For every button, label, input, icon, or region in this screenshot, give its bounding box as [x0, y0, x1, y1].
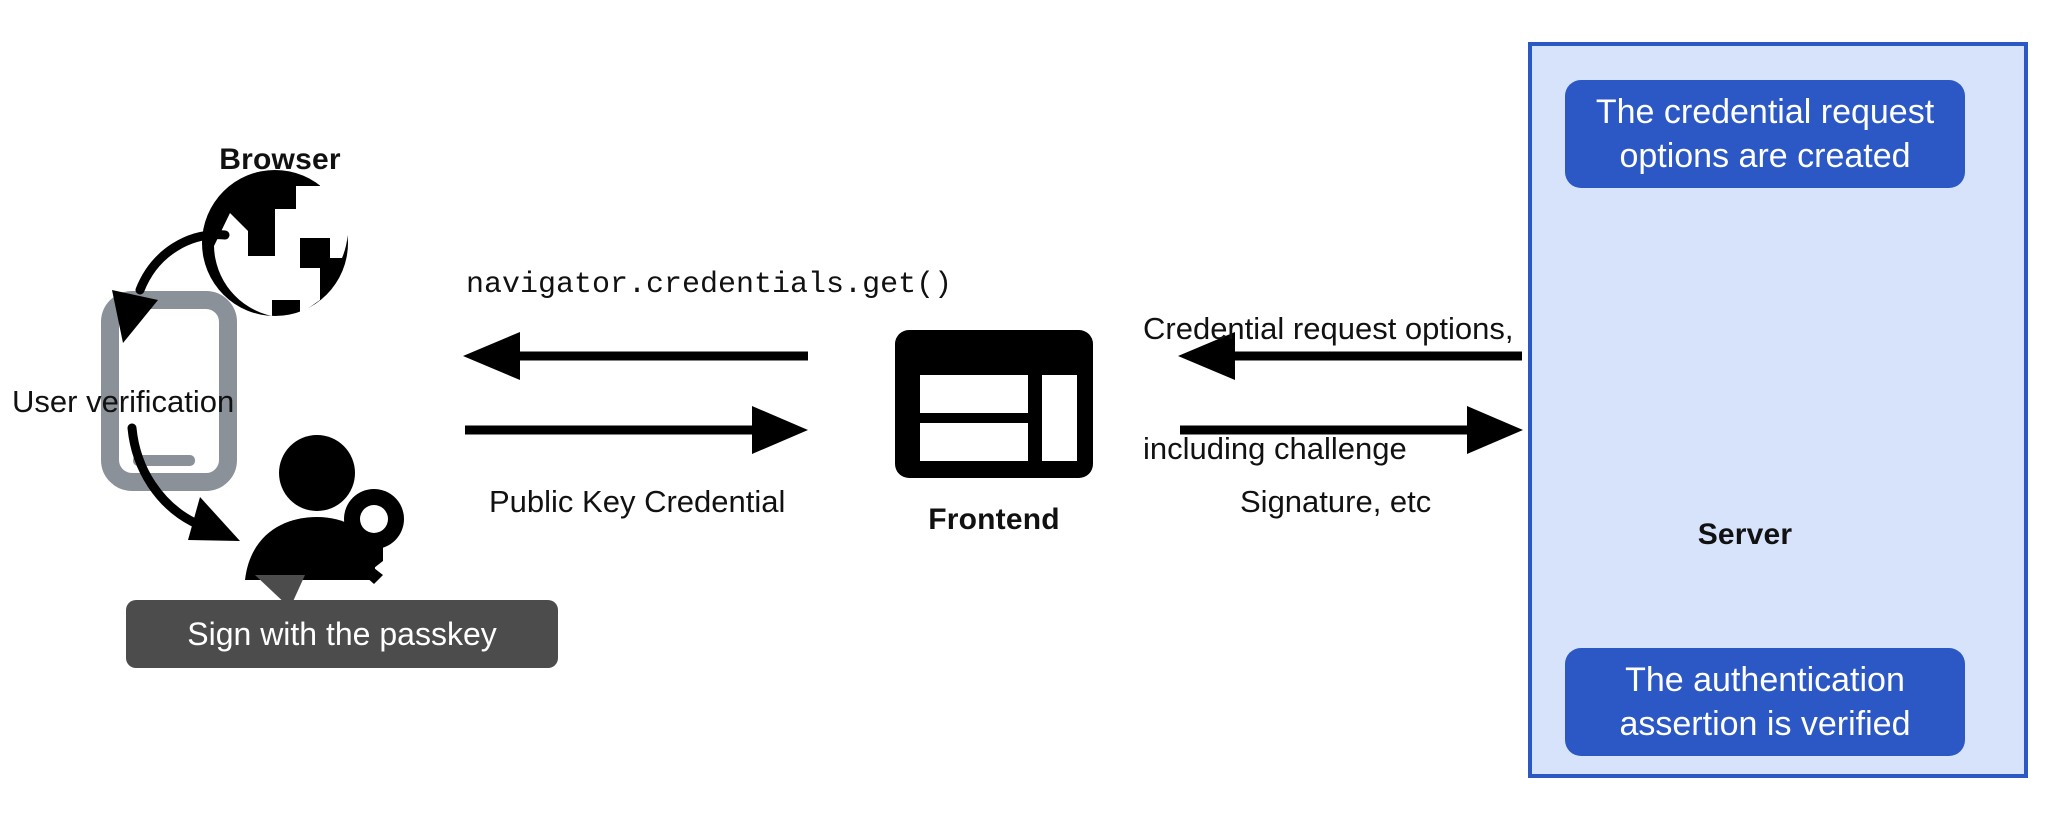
frontend-label: Frontend — [928, 503, 1060, 536]
callout-credential-request-options: The credential request options are creat… — [1565, 80, 1965, 188]
user-verification-label: User verification — [12, 384, 235, 419]
arrow-left-to-browser-icon — [463, 332, 808, 380]
passkey-tooltip: Sign with the passkey — [126, 600, 558, 668]
callout-top-line-1: The credential request — [1595, 92, 1935, 131]
public-key-credential-label: Public Key Credential — [489, 484, 786, 519]
callout-authentication-assertion-verified: The authentication assertion is verified — [1565, 648, 1965, 756]
credential-request-options-line-1: Credential request options, — [1143, 310, 1514, 346]
browser-label: Browser — [219, 143, 341, 176]
callout-bottom-line-2: assertion is verified — [1619, 705, 1911, 743]
callout-bottom-line-1: The authentication — [1625, 660, 1905, 699]
navigator-credentials-get-label: navigator.credentials.get() — [466, 268, 953, 302]
web-layout-icon — [895, 330, 1093, 478]
globe-icon — [202, 170, 348, 316]
callout-top-line-2: options are created — [1619, 137, 1911, 175]
signature-etc-label: Signature, etc — [1240, 484, 1432, 519]
credential-request-options-line-2: including challenge — [1143, 431, 1407, 467]
browser-to-phone-arrow-icon — [112, 230, 230, 343]
arrow-right-to-frontend-icon — [465, 406, 808, 454]
credential-request-options-label: Credential request options, including ch… — [1143, 228, 1514, 550]
person-with-key-icon — [245, 435, 404, 584]
server-label: Server — [1697, 518, 1793, 551]
phone-to-user-arrow-icon — [127, 423, 240, 541]
